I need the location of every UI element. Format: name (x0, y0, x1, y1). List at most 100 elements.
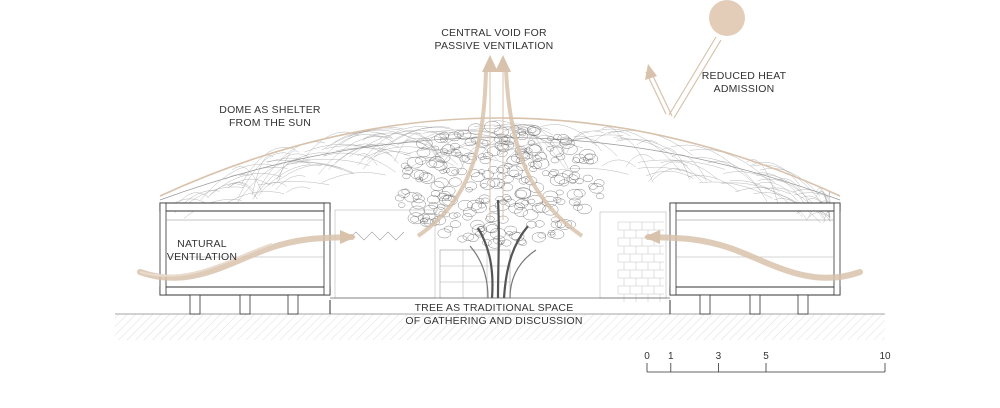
leaf-cluster (501, 239, 512, 247)
lattice-strand (493, 123, 553, 136)
reduced-heat-label-1: REDUCED HEAT (702, 70, 787, 82)
leaf-cluster (497, 173, 507, 180)
leaf-cluster (448, 131, 462, 142)
leaf-cluster (435, 151, 451, 163)
lattice-strand (357, 126, 433, 166)
leaf-cluster (450, 143, 461, 151)
void-arrow-left (482, 55, 498, 72)
leaf-cluster (508, 169, 520, 178)
sun (709, 0, 745, 36)
lattice-strand (735, 187, 791, 195)
leaf-cluster (412, 194, 425, 204)
leaf-cluster (531, 203, 546, 213)
leaf-cluster (531, 232, 546, 243)
leaf-cluster (547, 136, 554, 141)
lattice-strand (241, 147, 296, 183)
leaf-cluster (573, 153, 586, 163)
leaf-cluster (418, 171, 433, 182)
leaf-cluster (446, 166, 460, 177)
annotations: CENTRAL VOID FOR PASSIVE VENTILATION RED… (167, 27, 787, 327)
leaf-cluster (440, 148, 449, 155)
leaf-cluster (593, 179, 605, 187)
lattice-strand (229, 182, 254, 191)
leaf-cluster (481, 139, 491, 146)
leaf-cluster (522, 209, 539, 221)
lattice-strand (573, 135, 602, 151)
lattice-strand (616, 138, 702, 182)
leaf-cluster (541, 170, 550, 176)
leaf-cluster (526, 125, 542, 136)
leaf-cluster (430, 181, 445, 191)
lattice-strand (357, 153, 378, 166)
lattice-strand (591, 131, 631, 145)
lattice-strand (362, 135, 394, 144)
lattice-strand (648, 161, 688, 182)
lattice-strand (252, 152, 329, 200)
lattice-strand (698, 181, 773, 199)
leaf-cluster (534, 220, 545, 228)
leaf-cluster (443, 167, 451, 174)
leaf-cluster (528, 161, 535, 167)
leaf-cluster (478, 203, 486, 209)
leaf-cluster (439, 131, 449, 139)
scale-tick-label: 5 (763, 351, 769, 362)
lattice-strand (402, 159, 447, 175)
leaf-cluster (479, 178, 496, 190)
lattice-strand (200, 163, 275, 201)
lattice-strand (760, 168, 821, 197)
lattice-strand (616, 138, 675, 153)
lattice-strand (645, 171, 694, 179)
lattice-strand (554, 168, 629, 175)
lattice-strand (207, 183, 246, 198)
leaf-cluster (537, 232, 546, 239)
leaf-cluster (467, 234, 479, 242)
leaf-cluster (553, 133, 562, 140)
lattice-strand (601, 126, 623, 140)
lattice-strand (499, 142, 583, 155)
lattice-strand (321, 172, 386, 183)
leaf-cluster (486, 212, 500, 223)
lattice-strand (537, 124, 598, 147)
leaf-cluster (471, 172, 485, 182)
leaf-cluster (398, 202, 406, 208)
dome-label-1: DOME AS SHELTER (219, 104, 321, 116)
leaf-cluster (569, 172, 581, 180)
lattice-strand (721, 182, 794, 202)
leaf-cluster (448, 212, 458, 219)
lattice-strand (402, 133, 446, 169)
leaf-cluster (439, 168, 447, 174)
lattice-strand (271, 164, 342, 186)
leaf-cluster (443, 194, 453, 201)
leaf-cluster (468, 123, 484, 135)
leaf-cluster (506, 231, 513, 236)
leaf-cluster (493, 126, 509, 138)
leaf-cluster (561, 170, 574, 179)
leaf-cluster (477, 153, 487, 160)
leaf-cluster (514, 202, 525, 211)
leaf-cluster (528, 198, 536, 204)
lattice-strand (231, 166, 262, 191)
leaf-cluster (437, 228, 452, 239)
tree (395, 120, 605, 299)
leaf-cluster (416, 147, 431, 158)
lattice-strand (267, 157, 311, 163)
leaf-cluster (514, 187, 532, 200)
leaf-cluster (496, 167, 505, 173)
lattice-strand (480, 124, 539, 155)
central-void-label-1: CENTRAL VOID FOR (441, 27, 547, 39)
lattice-strand (652, 168, 693, 181)
leaf-cluster (465, 187, 473, 193)
lattice-strand (660, 147, 690, 180)
lattice-strand (602, 159, 636, 168)
lattice-strand (819, 190, 831, 222)
dome-shelter-arc (159, 117, 841, 197)
leaf-cluster (555, 189, 564, 196)
lattice-strand (467, 135, 540, 169)
leaf-cluster (493, 134, 508, 145)
leaf-cluster (462, 213, 473, 221)
leaf-cluster (573, 201, 581, 207)
leaf-cluster (467, 199, 483, 211)
ventilation-flows (137, 230, 863, 281)
lattice-strand (405, 156, 454, 166)
